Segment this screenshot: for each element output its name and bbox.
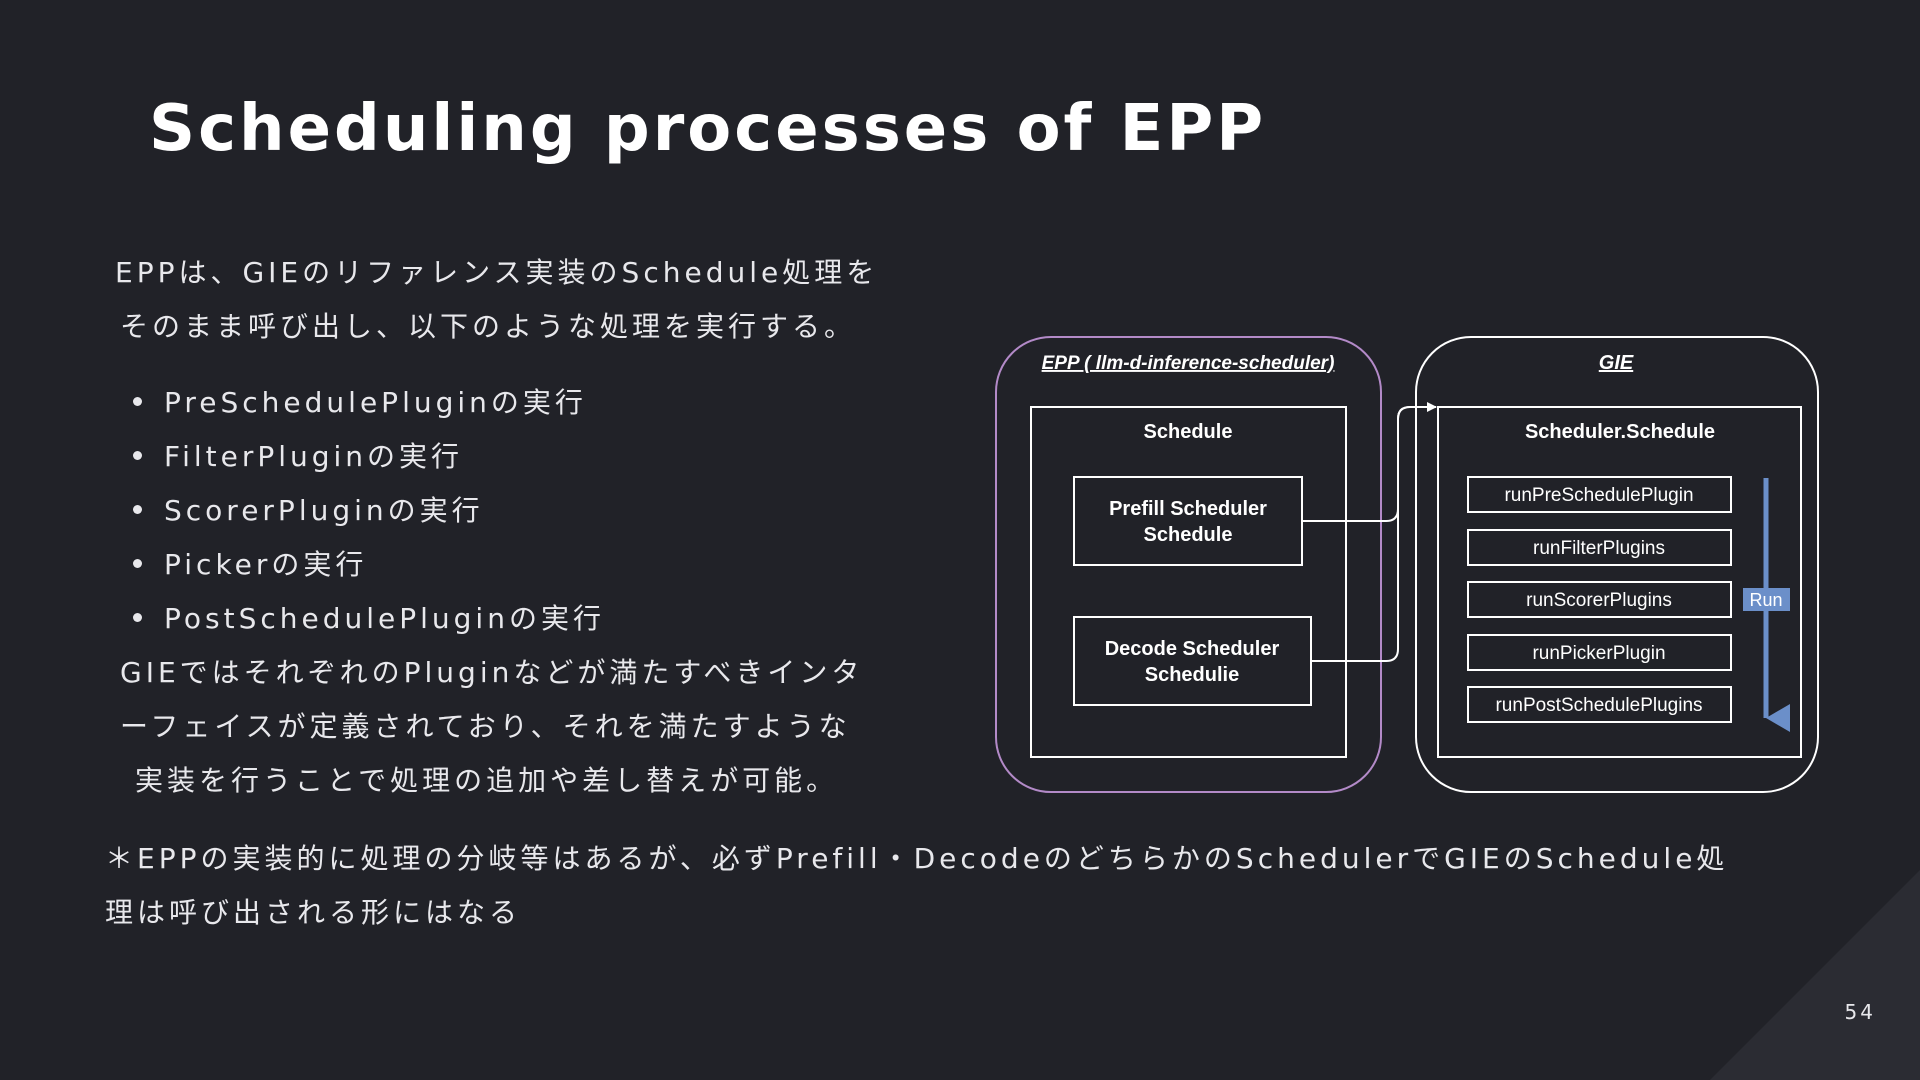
- bullet-dot: [133, 558, 142, 568]
- bullet-dot: [133, 450, 142, 460]
- prefill-scheduler-line2: Schedule: [1144, 524, 1233, 546]
- bullet-text: ScorerPluginの実行: [164, 494, 484, 527]
- gie-label: GIE: [1599, 352, 1634, 374]
- step-label: runFilterPlugins: [1533, 538, 1665, 559]
- decode-scheduler-line1: Decode Scheduler: [1105, 638, 1280, 660]
- footnote: ＊EPPの実装的に処理の分岐等はあるが、必ずPrefill・Decodeのどちら…: [105, 832, 1728, 940]
- bullet-item: Pickerの実行: [133, 538, 605, 592]
- epp-schedule-title: Schedule: [1144, 421, 1233, 443]
- footnote-line: 理は呼び出される形にはなる: [105, 896, 522, 929]
- step-label: runPreSchedulePlugin: [1504, 485, 1693, 506]
- step-box: [1467, 581, 1732, 618]
- bullet-dot: [133, 504, 142, 514]
- step-box: [1467, 476, 1732, 513]
- page-number: 54: [1844, 1000, 1876, 1024]
- intro-line: そのまま呼び出し、以下のような処理を実行する。: [120, 310, 857, 343]
- bullet-dot: [133, 612, 142, 622]
- step-label: runPostSchedulePlugins: [1495, 695, 1702, 716]
- prefill-scheduler-box: [1073, 476, 1303, 566]
- bullet-dot: [133, 396, 142, 406]
- decode-scheduler-box: [1073, 616, 1312, 706]
- bullet-text: PostSchedulePluginの実行: [164, 602, 605, 635]
- bullet-item: PreSchedulePluginの実行: [133, 376, 605, 430]
- gie-schedule-box: [1437, 406, 1802, 758]
- interface-line: GIEではそれぞれのPluginなどが満たすべきインタ: [120, 656, 864, 689]
- bullet-text: FilterPluginの実行: [164, 440, 464, 473]
- gie-container: [1415, 336, 1819, 793]
- step-box: [1467, 529, 1732, 566]
- interface-line: ーフェイスが定義されており、それを満たすような: [120, 710, 851, 743]
- step-box: [1467, 686, 1732, 723]
- gie-schedule-title: Scheduler.Schedule: [1525, 421, 1715, 443]
- corner-decoration: [1710, 870, 1920, 1080]
- interface-paragraph: GIEではそれぞれのPluginなどが満たすべきインタ ーフェイスが定義されてお…: [120, 646, 863, 808]
- decode-scheduler-line2: Schedulie: [1145, 664, 1239, 686]
- step-label: runScorerPlugins: [1526, 590, 1672, 611]
- bullet-item: ScorerPluginの実行: [133, 484, 605, 538]
- bullet-text: PreSchedulePluginの実行: [164, 386, 587, 419]
- slide-title: Scheduling processes of EPP: [149, 92, 1267, 166]
- run-label: Run: [1749, 590, 1782, 610]
- step-box: [1467, 634, 1732, 671]
- interface-line: 実装を行うことで処理の追加や差し替えが可能。: [135, 764, 839, 797]
- bullet-item: PostSchedulePluginの実行: [133, 592, 605, 646]
- epp-schedule-box: [1030, 406, 1347, 758]
- decode-to-gie-connector: [1311, 406, 1436, 662]
- step-label: runPickerPlugin: [1532, 643, 1665, 664]
- plugin-bullet-list: PreSchedulePluginの実行 FilterPluginの実行 Sco…: [133, 376, 605, 646]
- intro-paragraph: EPPは、GIEのリファレンス実装のSchedule処理を そのまま呼び出し、以…: [115, 246, 878, 354]
- epp-label: EPP ( llm-d-inference-scheduler): [1042, 353, 1335, 374]
- run-badge: [1743, 588, 1790, 611]
- intro-line: EPPは、GIEのリファレンス実装のSchedule処理を: [115, 256, 879, 289]
- footnote-line: ＊EPPの実装的に処理の分岐等はあるが、必ずPrefill・Decodeのどちら…: [105, 842, 1729, 875]
- bullet-item: FilterPluginの実行: [133, 430, 605, 484]
- bullet-text: Pickerの実行: [164, 548, 368, 581]
- prefill-scheduler-line1: Prefill Scheduler: [1109, 498, 1267, 520]
- epp-container: [995, 336, 1382, 793]
